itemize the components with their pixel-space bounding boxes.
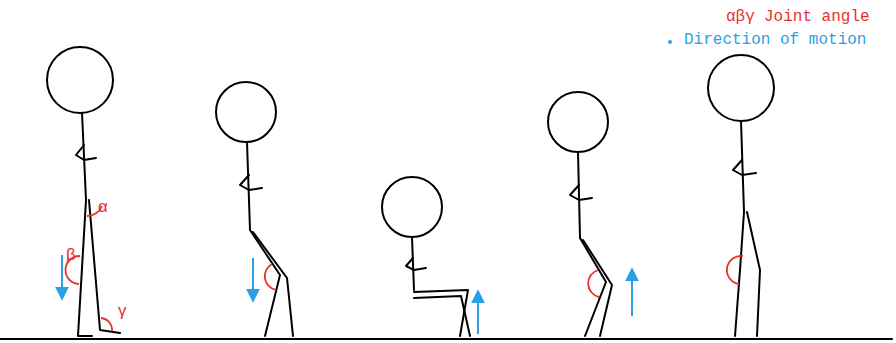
- legend-symbol: αβγ: [726, 9, 755, 27]
- joint-angle-arc: [65, 206, 743, 331]
- legend-text: Direction of motion: [684, 32, 866, 50]
- angle-label: γ: [118, 302, 127, 321]
- stick-figure: [708, 55, 774, 336]
- angle-label: β: [66, 246, 76, 265]
- stick-figure: [382, 177, 470, 336]
- angle-label: α: [98, 198, 108, 217]
- legend-text: Joint angle: [764, 9, 870, 27]
- ground-line: [0, 338, 892, 340]
- stick-figure: [47, 47, 120, 336]
- motion-arrow: [62, 255, 632, 334]
- legend-swatch: [668, 40, 672, 44]
- stick-figure: [216, 82, 293, 336]
- stick-figure: [548, 92, 612, 336]
